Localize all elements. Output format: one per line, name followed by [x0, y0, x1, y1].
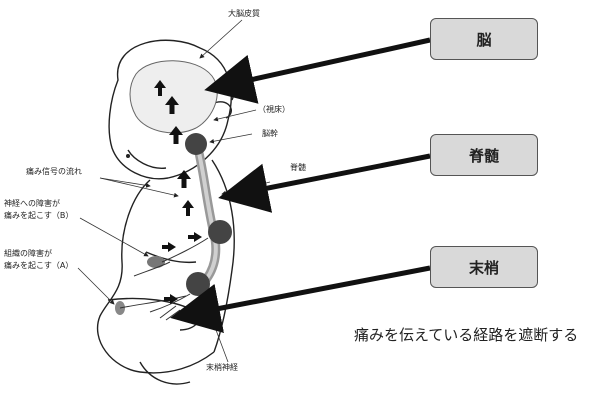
face — [127, 149, 167, 169]
label-thalamus: （視床） — [258, 104, 290, 114]
node-brainstem — [185, 133, 207, 155]
label-brainstem: 脳幹 — [262, 128, 278, 138]
box-arrows — [170, 37, 431, 334]
box-brain: 脳 — [430, 18, 538, 60]
arm — [145, 251, 197, 264]
label-peripheral-nerve: 末梢神経 — [206, 362, 238, 372]
brain-region — [129, 60, 218, 134]
caption-block-pathway: 痛みを伝えている経路を遮断する — [354, 326, 579, 344]
node-peripheral — [186, 272, 210, 296]
label-nerve-damage-2: 痛みを起こす（B） — [4, 210, 73, 220]
arrow-peripheral — [170, 265, 431, 334]
label-nerve-damage-1: 神経への障害が — [4, 198, 60, 208]
signal-arrows — [154, 80, 202, 304]
nerve-lesion-b — [147, 256, 165, 268]
label-tissue-damage-2: 痛みを起こす（A） — [4, 260, 73, 270]
label-pain-signal-flow: 痛み信号の流れ — [26, 166, 82, 176]
child-figure — [96, 39, 235, 385]
label-tissue-damage-1: 組織の障害が — [4, 248, 52, 258]
node-spinal — [208, 220, 232, 244]
box-peripheral: 末梢 — [430, 246, 538, 288]
label-cerebral-cortex: 大脳皮質 — [228, 8, 260, 18]
head-outline — [108, 39, 232, 180]
arrow-brain — [204, 37, 431, 104]
foot — [139, 361, 191, 385]
arrow-spinal — [218, 153, 431, 213]
box-spinal-cord: 脊髄 — [430, 134, 538, 176]
body-outline — [96, 179, 215, 374]
label-spinal: 脊髄 — [290, 162, 306, 172]
